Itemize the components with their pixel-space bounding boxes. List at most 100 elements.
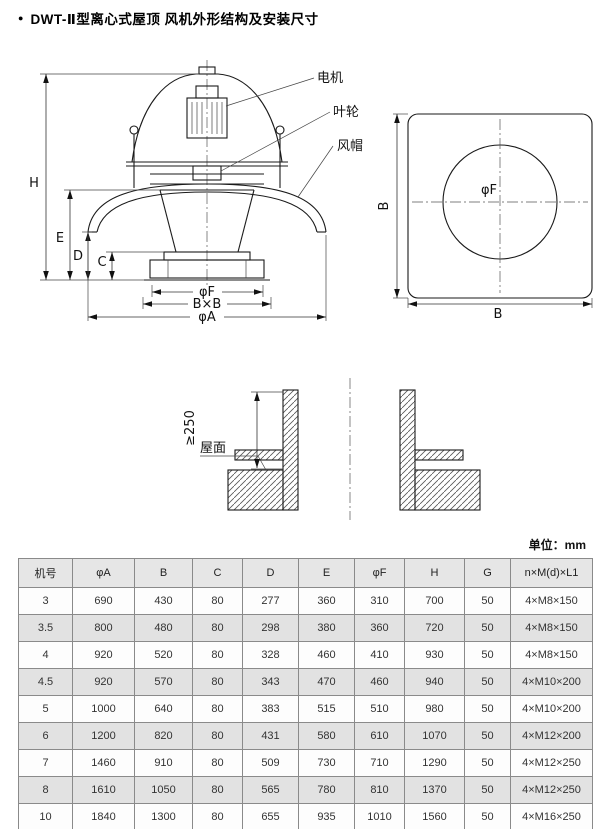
roof-section-drawing: ≥250 屋面 [183, 378, 481, 520]
table-cell: 80 [192, 803, 243, 829]
side-view-callouts: 电机 叶轮 风帽 [220, 71, 363, 198]
table-header-cell: φF [354, 558, 405, 588]
table-cell: 480 [134, 614, 193, 642]
table-cell: 565 [242, 776, 299, 804]
table-cell: 1290 [404, 749, 465, 777]
table-cell: 820 [134, 722, 193, 750]
table-cell: 80 [192, 695, 243, 723]
table-cell: 1610 [72, 776, 135, 804]
table-cell: 80 [192, 587, 243, 615]
table-cell: 4.5 [18, 668, 73, 696]
table-cell: 1560 [404, 803, 465, 829]
table-cell: 277 [242, 587, 299, 615]
table-cell: 920 [72, 641, 135, 669]
table-cell: 1370 [404, 776, 465, 804]
table-cell: 430 [134, 587, 193, 615]
table-cell: 5 [18, 695, 73, 723]
table-cell: 610 [354, 722, 405, 750]
table-cell: 7 [18, 749, 73, 777]
table-cell: 570 [134, 668, 193, 696]
table-cell: 520 [134, 641, 193, 669]
dim-label-c: C [97, 255, 106, 270]
table-header-cell: H [404, 558, 465, 588]
table-cell: 935 [298, 803, 355, 829]
top-view-b-bottom-label: B [494, 307, 503, 322]
page-header: ● DWT-Ⅱ型离心式屋顶 风机外形结构及安装尺寸 [18, 8, 319, 28]
table-cell: 4×M8×150 [510, 641, 593, 669]
table-cell: 780 [298, 776, 355, 804]
table-cell: 4×M12×200 [510, 722, 593, 750]
table-cell: 50 [464, 614, 511, 642]
table-cell: 4×M12×250 [510, 749, 593, 777]
table-cell: 700 [404, 587, 465, 615]
table-cell: 3.5 [18, 614, 73, 642]
dim-label-e: E [56, 231, 64, 246]
table-cell: 710 [354, 749, 405, 777]
callout-motor: 电机 [317, 71, 343, 86]
table-cell: 80 [192, 614, 243, 642]
top-view-drawing: φF B B [377, 113, 593, 322]
table-cell: 1200 [72, 722, 135, 750]
table-header-cell: D [242, 558, 299, 588]
table-cell: 515 [298, 695, 355, 723]
table-cell: 360 [298, 587, 355, 615]
table-header-cell: n×M(d)×L1 [510, 558, 593, 588]
table-cell: 50 [464, 722, 511, 750]
dim-label-d: D [73, 249, 83, 264]
table-cell: 730 [298, 749, 355, 777]
table-cell: 460 [354, 668, 405, 696]
table-cell: 10 [18, 803, 73, 829]
table-header-cell: B [134, 558, 193, 588]
table-cell: 1010 [354, 803, 405, 829]
table-cell: 50 [464, 776, 511, 804]
table-cell: 3 [18, 587, 73, 615]
unit-label: 单位：mm [528, 538, 586, 552]
top-view-phi-f-label: φF [481, 183, 497, 198]
table-cell: 1050 [134, 776, 193, 804]
table-cell: 410 [354, 641, 405, 669]
table-cell: 690 [72, 587, 135, 615]
table-cell: 8 [18, 776, 73, 804]
roof-surface-label: 屋面 [200, 441, 226, 456]
table-header-cell: 机号 [18, 558, 73, 588]
section-structure [227, 378, 481, 520]
table-cell: 4×M10×200 [510, 695, 593, 723]
bullet-icon: ● [18, 12, 24, 23]
table-cell: 4×M16×250 [510, 803, 593, 829]
table-cell: 509 [242, 749, 299, 777]
dim-label-h: H [29, 176, 39, 191]
callout-wind-cap: 风帽 [337, 138, 363, 154]
table-cell: 50 [464, 668, 511, 696]
table-cell: 910 [134, 749, 193, 777]
table-cell: 470 [298, 668, 355, 696]
table-cell: 50 [464, 695, 511, 723]
table-cell: 1300 [134, 803, 193, 829]
section-dimensions: ≥250 屋面 [183, 391, 283, 471]
table-cell: 4×M12×250 [510, 776, 593, 804]
table-header-cell: C [192, 558, 243, 588]
table-cell: 655 [242, 803, 299, 829]
table-header-cell: G [464, 558, 511, 588]
table-cell: 1840 [72, 803, 135, 829]
table-cell: 50 [464, 587, 511, 615]
table-cell: 383 [242, 695, 299, 723]
table-header-cell: E [298, 558, 355, 588]
side-view-dimensions: H E D C φF [29, 73, 327, 325]
table-cell: 50 [464, 641, 511, 669]
table-cell: 310 [354, 587, 405, 615]
top-view-b-left-label: B [377, 202, 392, 211]
table-cell: 80 [192, 641, 243, 669]
table-cell: 4×M8×150 [510, 587, 593, 615]
table-cell: 1460 [72, 749, 135, 777]
table-cell: 6 [18, 722, 73, 750]
dim-label-phi-f: φF [199, 285, 215, 300]
